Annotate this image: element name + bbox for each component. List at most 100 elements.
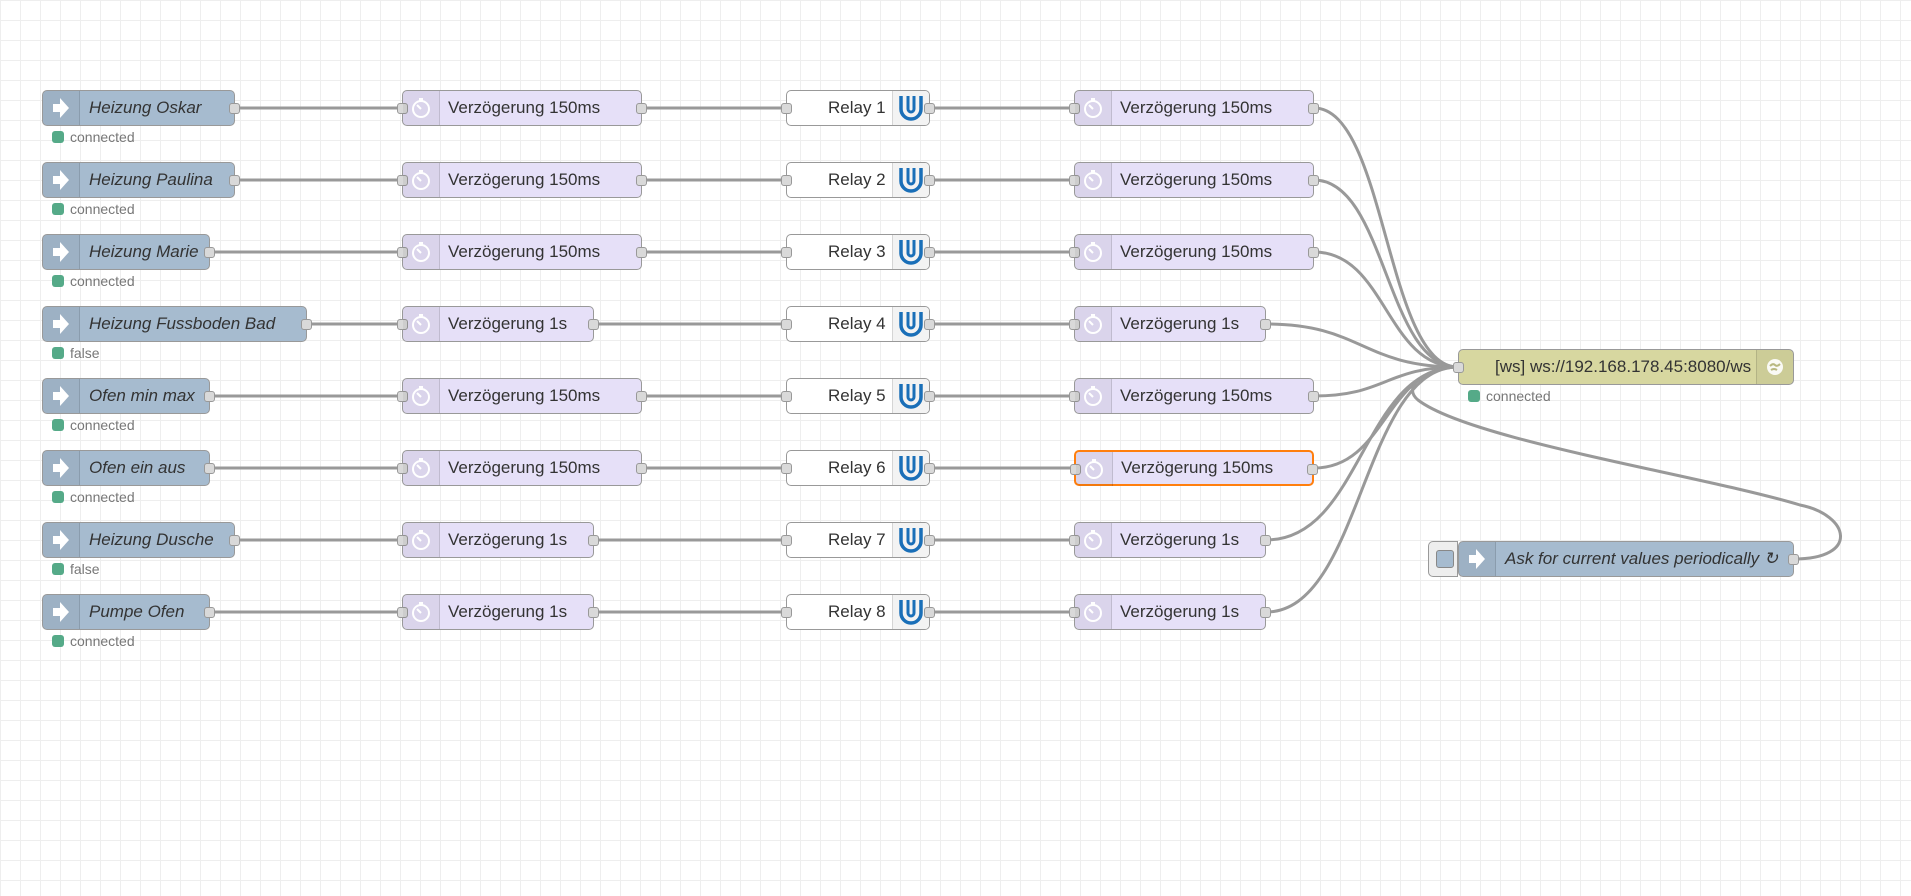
output-port[interactable] xyxy=(301,319,312,330)
delay-node[interactable]: Verzögerung 150ms xyxy=(1069,90,1319,126)
wire[interactable] xyxy=(1313,365,1459,398)
input-port[interactable] xyxy=(1069,535,1080,546)
input-port[interactable] xyxy=(781,607,792,618)
output-port[interactable] xyxy=(924,463,935,474)
input-port[interactable] xyxy=(1069,391,1080,402)
inject-node[interactable]: Heizung Marie xyxy=(42,234,215,270)
input-port[interactable] xyxy=(397,463,408,474)
delay-node[interactable]: Verzögerung 150ms xyxy=(1069,162,1319,198)
input-port[interactable] xyxy=(781,175,792,186)
output-port[interactable] xyxy=(588,319,599,330)
output-port[interactable] xyxy=(924,247,935,258)
delay-node[interactable]: Verzögerung 150ms xyxy=(397,162,647,198)
delay-node[interactable]: Verzögerung 1s xyxy=(1069,306,1271,342)
input-port[interactable] xyxy=(781,319,792,330)
relay-node[interactable]: Relay 4 xyxy=(781,306,935,342)
output-port[interactable] xyxy=(204,463,215,474)
input-port[interactable] xyxy=(397,175,408,186)
relay-node[interactable]: Relay 6 xyxy=(781,450,935,486)
output-port[interactable] xyxy=(924,175,935,186)
inject-node[interactable]: Ofen min max xyxy=(42,378,215,414)
output-port[interactable] xyxy=(636,247,647,258)
input-port[interactable] xyxy=(1069,175,1080,186)
output-port[interactable] xyxy=(636,391,647,402)
output-port[interactable] xyxy=(636,103,647,114)
output-port[interactable] xyxy=(1260,535,1271,546)
input-port[interactable] xyxy=(781,247,792,258)
output-port[interactable] xyxy=(1308,247,1319,258)
input-port[interactable] xyxy=(397,607,408,618)
wire[interactable] xyxy=(1411,365,1842,561)
output-port[interactable] xyxy=(588,607,599,618)
inject-node[interactable]: Heizung Paulina xyxy=(42,162,240,198)
wire[interactable] xyxy=(1265,365,1459,614)
output-port[interactable] xyxy=(204,607,215,618)
output-port[interactable] xyxy=(1260,319,1271,330)
input-port[interactable] xyxy=(1069,103,1080,114)
output-port[interactable] xyxy=(1308,103,1319,114)
inject-trigger-button[interactable] xyxy=(1428,541,1458,577)
input-port[interactable] xyxy=(397,319,408,330)
input-port[interactable] xyxy=(1069,247,1080,258)
inject-node[interactable]: Heizung Dusche xyxy=(42,522,240,558)
inject-node[interactable]: Pumpe Ofen xyxy=(42,594,215,630)
output-port[interactable] xyxy=(229,535,240,546)
input-port[interactable] xyxy=(397,247,408,258)
output-port[interactable] xyxy=(636,463,647,474)
input-port[interactable] xyxy=(1070,464,1081,475)
inject-node[interactable]: Heizung Oskar xyxy=(42,90,240,126)
input-port[interactable] xyxy=(1069,607,1080,618)
input-port[interactable] xyxy=(781,103,792,114)
inject-node[interactable]: Ofen ein aus xyxy=(42,450,215,486)
input-port[interactable] xyxy=(781,391,792,402)
input-port[interactable] xyxy=(397,535,408,546)
relay-node[interactable]: Relay 8 xyxy=(781,594,935,630)
input-port[interactable] xyxy=(1453,362,1464,373)
output-port[interactable] xyxy=(229,103,240,114)
output-port[interactable] xyxy=(924,103,935,114)
output-port[interactable] xyxy=(588,535,599,546)
output-port[interactable] xyxy=(1308,391,1319,402)
output-port[interactable] xyxy=(204,247,215,258)
output-port[interactable] xyxy=(1307,464,1318,475)
output-port[interactable] xyxy=(1788,554,1799,565)
delay-node[interactable]: Verzögerung 150ms xyxy=(397,234,647,270)
delay-node[interactable]: Verzögerung 150ms xyxy=(1070,450,1318,486)
delay-node[interactable]: Verzögerung 150ms xyxy=(1069,234,1319,270)
input-port[interactable] xyxy=(781,535,792,546)
output-port[interactable] xyxy=(636,175,647,186)
delay-node[interactable]: Verzögerung 150ms xyxy=(397,378,647,414)
output-port[interactable] xyxy=(924,391,935,402)
input-port[interactable] xyxy=(781,463,792,474)
delay-node[interactable]: Verzögerung 150ms xyxy=(397,90,647,126)
inject-node[interactable]: Heizung Fussboden Bad xyxy=(42,306,312,342)
output-port[interactable] xyxy=(924,607,935,618)
delay-node[interactable]: Verzögerung 1s xyxy=(1069,594,1271,630)
delay-node[interactable]: Verzögerung 1s xyxy=(397,306,599,342)
relay-node[interactable]: Relay 7 xyxy=(781,522,935,558)
websocket-out-node[interactable]: [ws] ws://192.168.178.45:8080/ws xyxy=(1453,349,1794,385)
output-port[interactable] xyxy=(204,391,215,402)
delay-node[interactable]: Verzögerung 1s xyxy=(397,594,599,630)
wire[interactable] xyxy=(1313,250,1459,369)
relay-node[interactable]: Relay 5 xyxy=(781,378,935,414)
delay-node[interactable]: Verzögerung 1s xyxy=(397,522,599,558)
relay-node[interactable]: Relay 1 xyxy=(781,90,935,126)
output-port[interactable] xyxy=(1308,175,1319,186)
wire[interactable] xyxy=(1313,106,1459,369)
output-port[interactable] xyxy=(924,535,935,546)
output-port[interactable] xyxy=(1260,607,1271,618)
input-port[interactable] xyxy=(397,103,408,114)
relay-node[interactable]: Relay 3 xyxy=(781,234,935,270)
poll-inject-node[interactable]: Ask for current values periodically ↻ xyxy=(1458,541,1799,577)
relay-node[interactable]: Relay 2 xyxy=(781,162,935,198)
input-port[interactable] xyxy=(1069,319,1080,330)
delay-node[interactable]: Verzögerung 1s xyxy=(1069,522,1271,558)
input-port[interactable] xyxy=(397,391,408,402)
wire[interactable] xyxy=(1265,322,1459,369)
delay-node[interactable]: Verzögerung 150ms xyxy=(397,450,647,486)
output-port[interactable] xyxy=(229,175,240,186)
output-port[interactable] xyxy=(924,319,935,330)
wire[interactable] xyxy=(1313,178,1459,369)
